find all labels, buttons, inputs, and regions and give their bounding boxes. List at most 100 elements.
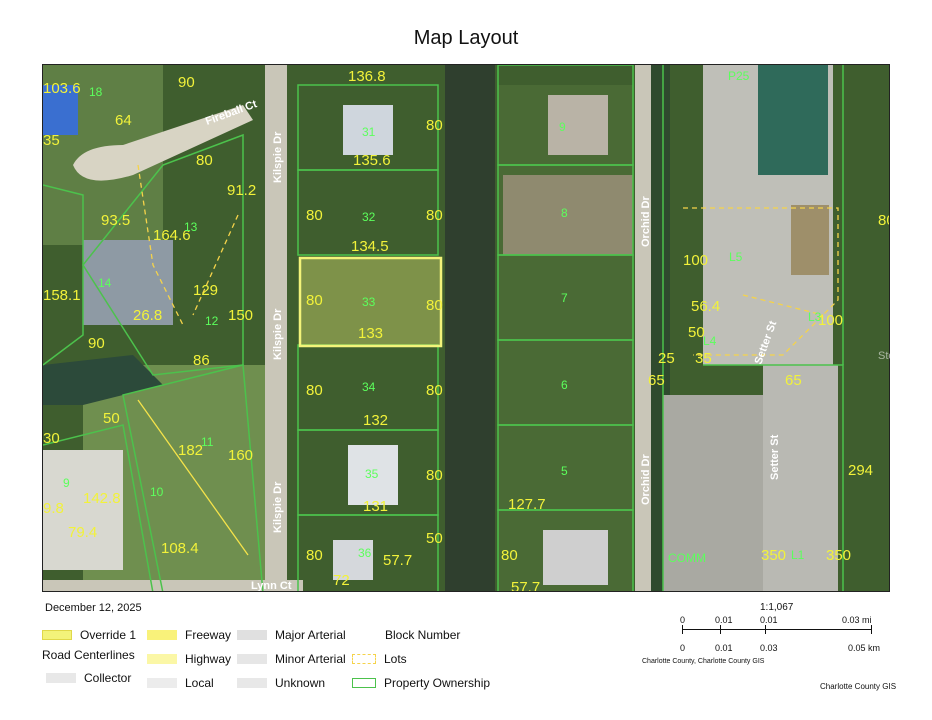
lot-number: 14	[98, 276, 112, 290]
scale-tick: 0.01	[760, 615, 778, 625]
road-label-setter: Setter St	[769, 434, 781, 480]
print-date: December 12, 2025	[45, 602, 142, 614]
collector-swatch	[46, 673, 76, 683]
dimension-label: 30	[43, 430, 60, 447]
lot-number: L3	[808, 310, 822, 324]
dimension-label: 57.7	[383, 552, 412, 569]
dimension-label: 100	[683, 252, 708, 269]
road-label-kilspie: Kilspie Dr	[272, 481, 284, 533]
house	[543, 530, 608, 585]
dimension-label: 142.8	[83, 490, 121, 507]
legend-label: Override 1	[80, 628, 137, 642]
dimension-label: 90	[88, 335, 105, 352]
dimension-label: 93.5	[101, 212, 130, 229]
dimension-label: 26.8	[133, 307, 162, 324]
local-swatch	[147, 678, 177, 688]
boundary-line	[137, 399, 249, 556]
scale-tick: 0.01	[715, 643, 733, 653]
dimension-label: 80	[501, 547, 518, 564]
lot-number: 11	[201, 435, 214, 449]
dimension-label: 160	[228, 447, 253, 464]
road-label-orchid: Orchid Dr	[640, 454, 652, 505]
dimension-label: 100	[818, 312, 843, 329]
house	[83, 240, 173, 325]
dimension-label: 136.8	[348, 68, 386, 85]
dimension-label: 91.2	[227, 182, 256, 199]
fireball-road	[73, 105, 253, 181]
lot-number: 18	[89, 85, 103, 99]
legend-local: Local	[147, 676, 214, 690]
lot-number: 31	[362, 125, 376, 139]
lot-number: L1	[791, 548, 805, 562]
scale-tick: 0.03 mi	[842, 615, 872, 625]
dimension-label: 133	[358, 325, 383, 342]
lot-number: 9	[559, 120, 566, 134]
scale-tick: 0.05 km	[848, 643, 881, 653]
dimension-label: 131	[363, 498, 388, 515]
house	[43, 85, 78, 135]
dimension-label: 35	[43, 132, 60, 149]
dimension-label: 35	[695, 350, 712, 367]
dimension-label: 57.7	[511, 579, 540, 592]
dimension-label: 64	[115, 112, 132, 129]
lot-number: 13	[184, 220, 198, 234]
dimension-label: 164.6	[153, 227, 191, 244]
ownership-lines	[43, 65, 844, 591]
lot-number: 9	[63, 476, 70, 490]
dimension-label: 25	[658, 350, 675, 367]
unknown-swatch	[237, 678, 267, 688]
house	[348, 445, 398, 505]
legend-collector: Collector	[46, 671, 131, 685]
dimension-label: 350	[826, 547, 851, 564]
dimension-label: 294	[848, 462, 873, 479]
legend-label: Block Number	[385, 628, 461, 642]
dimension-label: 80	[426, 207, 443, 224]
legend-highway: Highway	[147, 652, 231, 666]
dimension-label: 50	[688, 324, 705, 341]
legend-label: Local	[185, 676, 214, 690]
dimension-label: 50	[426, 530, 443, 547]
house	[343, 105, 393, 155]
lots-swatch	[352, 654, 376, 664]
lot-number: P25	[728, 69, 750, 83]
lot-number: 36	[358, 546, 372, 560]
legend-label: Collector	[84, 671, 132, 685]
road-label-kilspie: Kilspie Dr	[272, 131, 284, 183]
road-label-kilspie: Kilspie Dr	[272, 308, 284, 360]
yard	[43, 450, 123, 570]
override-swatch	[42, 630, 72, 640]
override-lot[interactable]	[298, 256, 443, 348]
dimension-label: 65	[648, 372, 665, 389]
dimension-label: 134.5	[351, 238, 389, 255]
watermark: StellarMLS	[878, 350, 932, 362]
legend-major-arterial: Major Arterial	[237, 628, 346, 642]
terrain-patch	[498, 85, 633, 591]
lot-lines	[137, 164, 839, 356]
scale-notch	[720, 625, 721, 634]
house	[333, 540, 373, 580]
scale-tick: 0.03	[760, 643, 778, 653]
dimension-label: 86	[193, 352, 210, 369]
legend-label: Lots	[384, 652, 407, 666]
lot-number: COMM	[668, 551, 706, 565]
tennis-court	[758, 65, 828, 175]
map-canvas[interactable]: 136.8 80 135.6 80 80 134.5 80 80 133 80 …	[43, 65, 890, 592]
dimension-label: 65	[785, 372, 802, 389]
lynn-road	[43, 580, 303, 591]
map-view[interactable]: 136.8 80 135.6 80 80 134.5 80 80 133 80 …	[42, 64, 890, 592]
minor-arterial-swatch	[237, 654, 267, 664]
clearing-patch	[503, 175, 633, 255]
lot-number: 10	[150, 485, 164, 499]
dimension-label: 129	[193, 282, 218, 299]
parking-lot	[663, 395, 763, 591]
dimension-label: 108.4	[161, 540, 199, 557]
legend-road-centerlines: Road Centerlines	[42, 648, 135, 662]
legend-block-number: Block Number	[385, 628, 460, 642]
freeway-swatch	[147, 630, 177, 640]
highway-swatch	[147, 654, 177, 664]
parking-lot	[763, 365, 838, 591]
page-title: Map Layout	[413, 27, 519, 49]
lot-number: 6	[561, 378, 568, 392]
dimension-label: 56.4	[691, 298, 720, 315]
scale-ratio: 1:1,067	[760, 602, 794, 613]
